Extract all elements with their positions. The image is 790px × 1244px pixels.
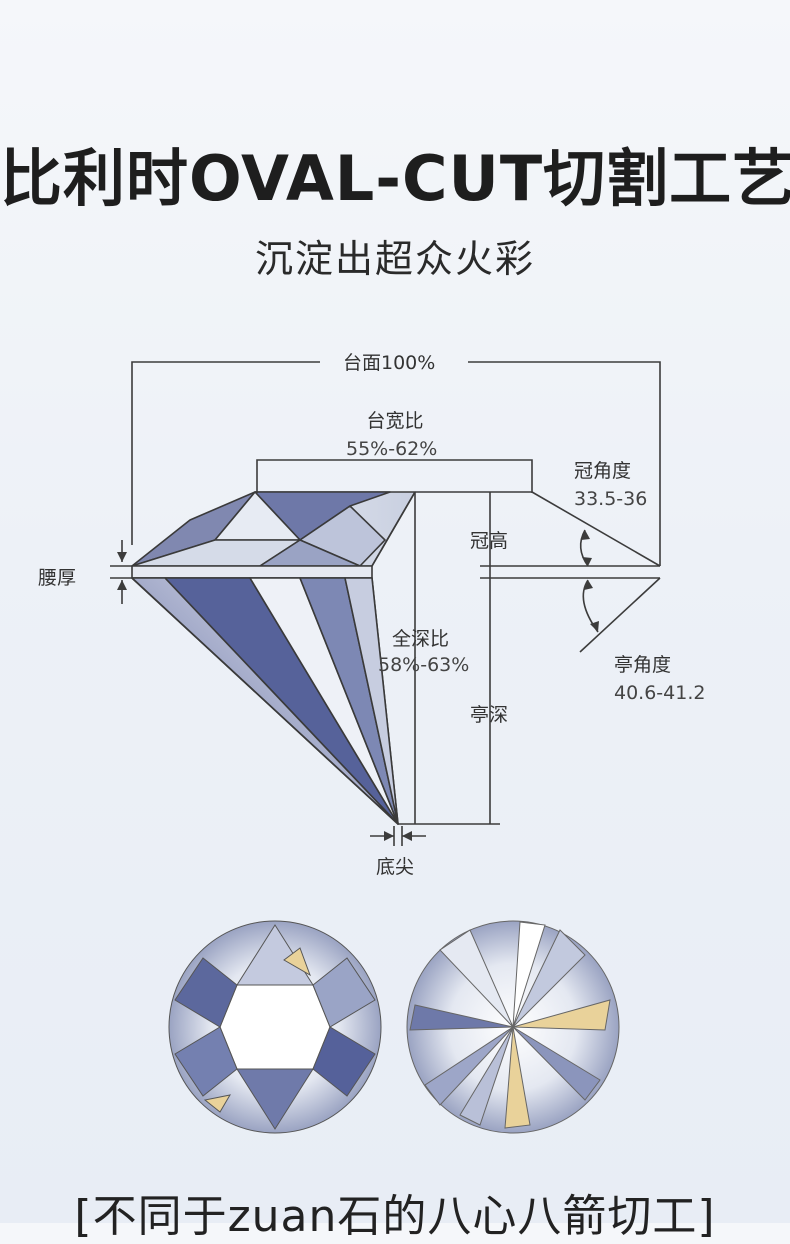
crown-angle-label: 冠角度 [574, 460, 632, 482]
table-ratio-value: 55%-62% [346, 438, 438, 460]
crown-angle-value: 33.5-36 [574, 488, 648, 510]
footer-caption: [不同于zuan石的八心八箭切工] [74, 1191, 716, 1242]
diamond-bottom-view [406, 920, 620, 1134]
arrowheads [117, 530, 599, 841]
table-percent-label: 台面100% [343, 352, 436, 374]
culet-label: 底尖 [376, 856, 415, 878]
table-ratio-label: 台宽比 [366, 410, 424, 432]
pavilion-depth-label: 亭深 [470, 704, 509, 726]
diamond-top-view [168, 920, 382, 1134]
pavilion-angle-label: 亭角度 [614, 654, 672, 676]
pavilion-angle-value: 40.6-41.2 [614, 682, 706, 704]
page-subtitle: 沉淀出超众火彩 [254, 237, 535, 281]
diamond-profile [131, 491, 416, 825]
total-depth-value: 58%-63% [378, 654, 470, 676]
total-depth-label: 全深比 [392, 628, 450, 650]
crown-height-label: 冠高 [470, 530, 509, 552]
page-title: 比利时OVAL-CUT切割工艺 [0, 142, 790, 215]
girdle-label: 腰厚 [38, 567, 77, 589]
